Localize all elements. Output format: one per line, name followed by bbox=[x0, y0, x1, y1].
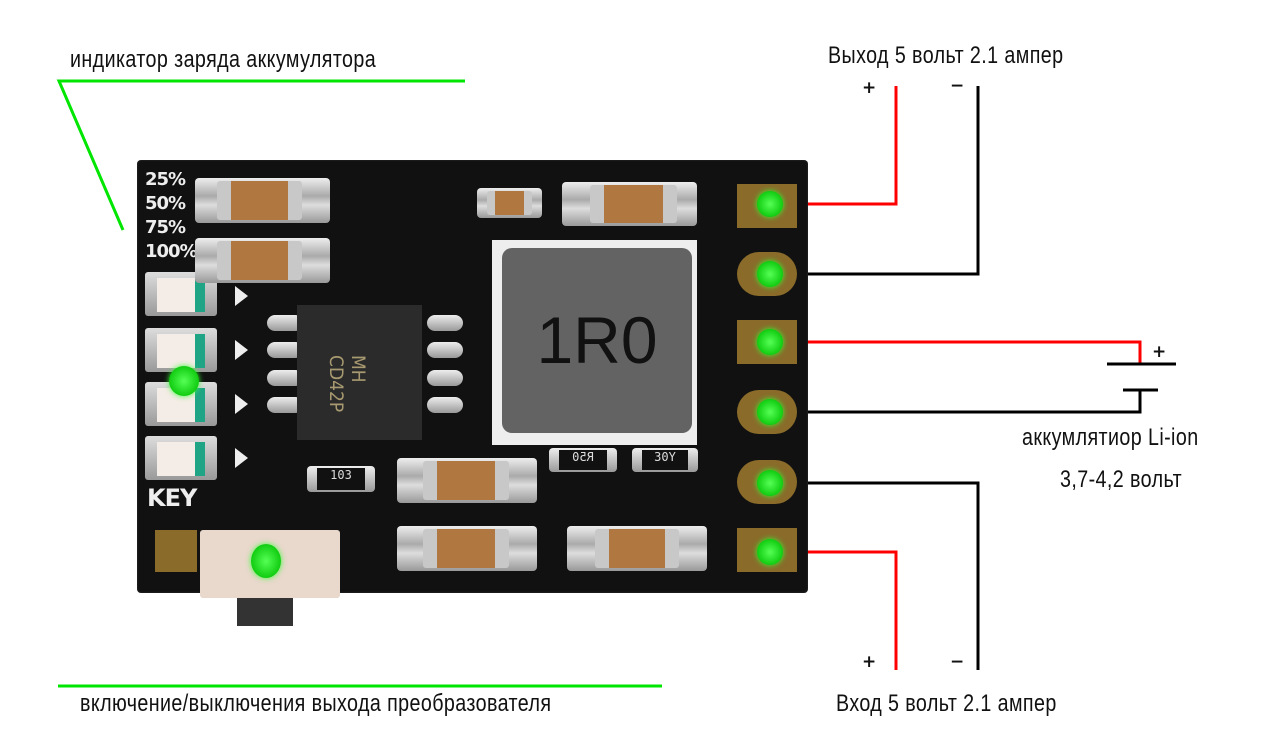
battery-label-line1: аккумлятиор Li-ion bbox=[1022, 424, 1199, 451]
charger-ic: MH CD42P bbox=[297, 305, 422, 440]
switch-knob[interactable] bbox=[237, 598, 293, 626]
input-positive-wire bbox=[770, 550, 898, 670]
led-arrow-icon bbox=[235, 286, 248, 306]
led-arrow-icon bbox=[235, 340, 248, 360]
silkscreen-levels: 25% 50% 75% 100% bbox=[145, 168, 198, 264]
switch-label: включение/выключения выхода преобразоват… bbox=[80, 690, 552, 717]
battery-indicator-label: индикатор заряда аккумулятора bbox=[70, 46, 377, 73]
pad-marker bbox=[757, 261, 783, 287]
indicator-led-3 bbox=[145, 382, 217, 426]
output-plus-sign: + bbox=[862, 78, 877, 98]
led-arrow-icon bbox=[235, 394, 248, 414]
indicator-led-1 bbox=[145, 272, 217, 316]
led-lit-marker bbox=[169, 366, 199, 396]
input-negative-wire bbox=[770, 481, 980, 670]
pad-marker bbox=[757, 470, 783, 496]
led-arrow-icon bbox=[235, 448, 248, 468]
pad-marker bbox=[757, 329, 783, 355]
level-100: 100% bbox=[145, 241, 198, 262]
level-25: 25% bbox=[145, 169, 186, 190]
output-label: Выход 5 вольт 2.1 ампер bbox=[828, 42, 1064, 69]
battery-label-line2: 3,7-4,2 вольт bbox=[1060, 466, 1183, 493]
indicator-led-2 bbox=[145, 328, 217, 372]
ic-marking-1: MH bbox=[347, 355, 369, 383]
battery-negative-wire bbox=[770, 390, 1142, 414]
resistor-r50: R50 bbox=[549, 448, 617, 472]
ic-marking-2: CD42P bbox=[325, 355, 347, 413]
inductor: 1R0 bbox=[502, 248, 692, 433]
resistor-30y: 30Y bbox=[632, 448, 698, 472]
output-positive-wire bbox=[770, 86, 898, 206]
level-75: 75% bbox=[145, 217, 186, 238]
input-label: Вход 5 вольт 2.1 ампер bbox=[836, 690, 1057, 717]
battery-positive-wire bbox=[770, 340, 1142, 364]
input-minus-sign: − bbox=[950, 652, 965, 672]
resistor-103: 103 bbox=[307, 466, 375, 492]
battery-indicator-pointer bbox=[56, 79, 465, 231]
switch-pad bbox=[155, 530, 197, 572]
output-minus-sign: − bbox=[950, 76, 965, 96]
level-50: 50% bbox=[145, 193, 186, 214]
pad-marker bbox=[757, 539, 783, 565]
output-negative-wire bbox=[770, 86, 980, 276]
key-label: KEY bbox=[147, 484, 197, 512]
pad-marker bbox=[757, 191, 783, 217]
pad-marker bbox=[757, 399, 783, 425]
switch-marker bbox=[251, 544, 281, 578]
charger-module-pcb: 25% 50% 75% 100% KEY MH CD42P 1R0 103 bbox=[137, 160, 808, 626]
indicator-led-4 bbox=[145, 436, 217, 480]
input-plus-sign: + bbox=[862, 652, 877, 672]
battery-plus-sign: + bbox=[1152, 342, 1167, 362]
